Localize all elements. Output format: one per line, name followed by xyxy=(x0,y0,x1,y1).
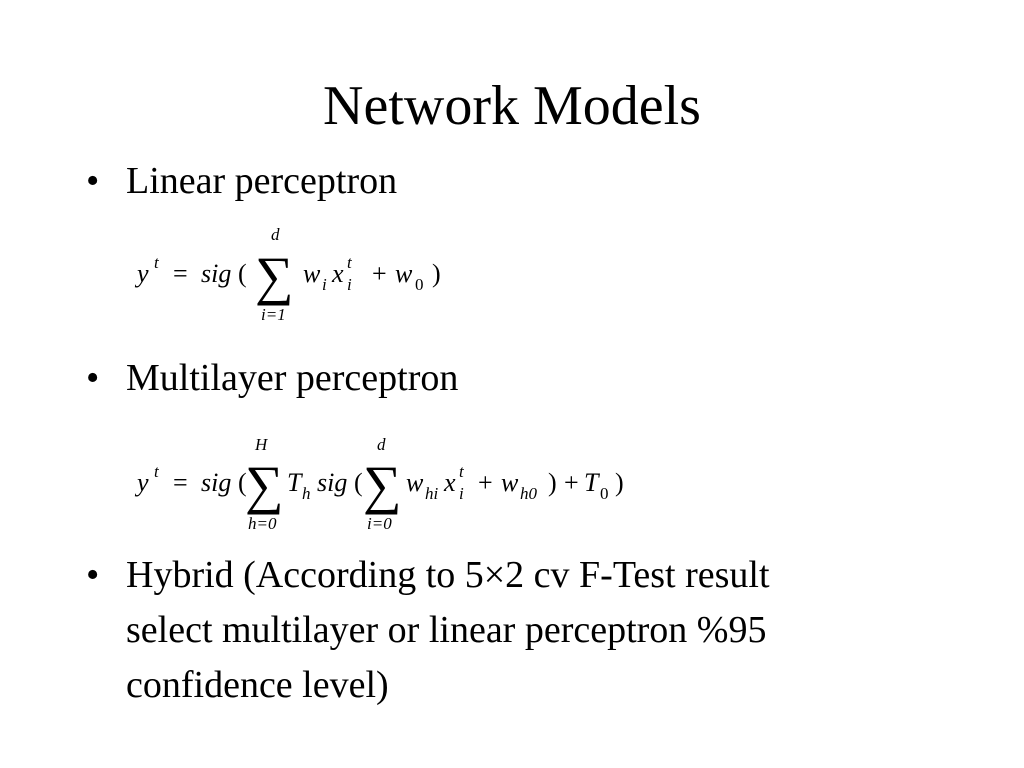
eq-open-paren2: ( xyxy=(354,468,363,497)
eq-lhs-sup: t xyxy=(154,462,160,481)
bullet-dot: • xyxy=(86,554,100,596)
eq-sum-upper: d xyxy=(271,225,280,244)
eq-close-paren: ) xyxy=(615,468,624,497)
bullet-line: select multilayer or linear perceptron %… xyxy=(126,609,767,651)
eq-x-sup: t xyxy=(459,462,465,481)
eq-T0: T xyxy=(584,468,600,497)
eq-sum2-lower: i=0 xyxy=(367,514,392,533)
eq-equals: = xyxy=(173,468,188,497)
eq-w-sub: hi xyxy=(425,484,439,503)
eq-lhs: y xyxy=(134,259,149,288)
eq-lhs-sup: t xyxy=(154,253,160,272)
eq-wh0: w xyxy=(501,468,519,497)
eq-x-sub: i xyxy=(347,275,352,294)
sigma-icon: ∑ xyxy=(363,455,402,515)
bullet-label: Linear perceptron xyxy=(126,160,398,202)
eq-wh0-sub: h0 xyxy=(520,484,538,503)
eq-w0-sub: 0 xyxy=(415,275,424,294)
eq-w-sub: i xyxy=(322,275,327,294)
eq-sum2-upper: d xyxy=(377,435,386,454)
eq-lhs: y xyxy=(134,468,149,497)
eq-x: x xyxy=(443,468,456,497)
eq-open-paren: ( xyxy=(238,259,247,288)
sigma-icon: ∑ xyxy=(255,246,294,306)
eq-T0-sub: 0 xyxy=(600,484,609,503)
eq-sum1-lower: h=0 xyxy=(248,514,277,533)
eq-x: x xyxy=(331,259,344,288)
eq-w: w xyxy=(303,259,321,288)
eq-T: T xyxy=(287,468,303,497)
eq-fn: sig xyxy=(201,259,231,288)
bullet-dot: • xyxy=(86,160,100,202)
slide-title: Network Models xyxy=(323,75,701,137)
eq-plus2: + xyxy=(564,468,579,497)
bullet-label: Multilayer perceptron xyxy=(126,357,459,399)
eq-sum1-upper: H xyxy=(254,435,269,454)
eq-T-sub: h xyxy=(302,484,311,503)
bullet-line: confidence level) xyxy=(126,664,389,706)
eq-w: w xyxy=(406,468,424,497)
multilayer-perceptron-equation: y t = sig ( H ∑ h=0 T h sig ( d ∑ i=0 w … xyxy=(134,430,655,540)
eq-sum-lower: i=1 xyxy=(261,305,286,324)
sigma-icon: ∑ xyxy=(245,455,284,515)
bullet-dot: • xyxy=(86,357,100,399)
eq-x-sub: i xyxy=(459,484,464,503)
eq-close-paren: ) xyxy=(432,259,441,288)
bullet-line: Hybrid (According to 5×2 cv F-Test resul… xyxy=(126,554,770,596)
eq-fn: sig xyxy=(201,468,231,497)
eq-w0: w xyxy=(395,259,413,288)
eq-x-sup: t xyxy=(347,253,353,272)
eq-plus: + xyxy=(372,259,387,288)
eq-close-paren2: ) xyxy=(548,468,557,497)
eq-fn2: sig xyxy=(317,468,347,497)
eq-open-paren: ( xyxy=(238,468,247,497)
eq-plus: + xyxy=(478,468,493,497)
eq-equals: = xyxy=(173,259,188,288)
linear-perceptron-equation: y t = sig ( d ∑ i=1 w i x t i + w 0 ) xyxy=(134,218,475,328)
